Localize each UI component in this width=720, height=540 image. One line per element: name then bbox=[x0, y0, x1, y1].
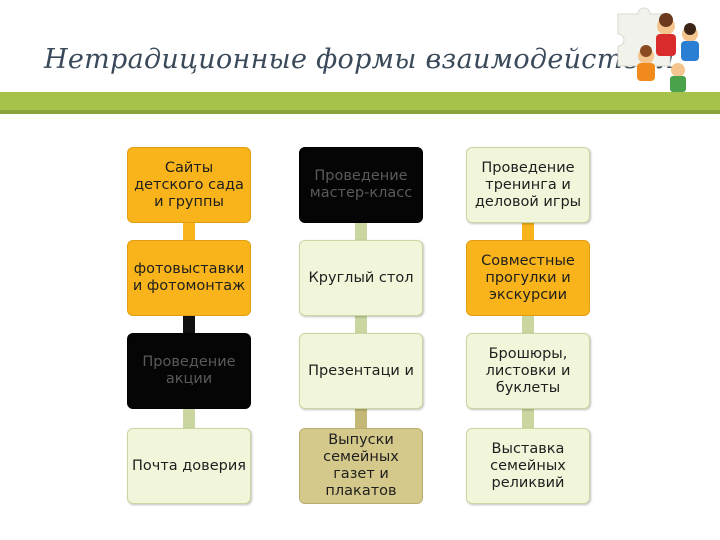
title-band bbox=[0, 28, 720, 93]
puzzle-kids-icon bbox=[617, 7, 699, 92]
page-title: Нетрадиционные формы взаимодействия bbox=[44, 44, 675, 75]
diagram-node: Выпуски семейных газет и плакатов bbox=[299, 428, 423, 504]
connector bbox=[355, 409, 367, 428]
diagram-node: Презентаци и bbox=[299, 333, 423, 409]
accent-bar bbox=[0, 92, 720, 114]
connector bbox=[355, 316, 367, 333]
connector bbox=[183, 409, 195, 428]
diagram-node: Совместные прогулки и экскурсии bbox=[466, 240, 590, 316]
diagram-node: Круглый стол bbox=[299, 240, 423, 316]
diagram-node: Проведение мастер-класс bbox=[299, 147, 423, 223]
connector bbox=[522, 223, 534, 240]
diagram-node: Проведение акции bbox=[127, 333, 251, 409]
accent-bar-shade bbox=[0, 110, 720, 114]
top-band bbox=[0, 0, 720, 28]
connector bbox=[522, 409, 534, 428]
diagram-node: Проведение тренинга и деловой игры bbox=[466, 147, 590, 223]
diagram-node: Сайты детского сада и группы bbox=[127, 147, 251, 223]
connector bbox=[183, 316, 195, 333]
diagram-node: Почта доверия bbox=[127, 428, 251, 504]
connector bbox=[183, 223, 195, 240]
connector bbox=[522, 316, 534, 333]
diagram-node: Выставка семейных реликвий bbox=[466, 428, 590, 504]
diagram-node: фотовыставки и фотомонтаж bbox=[127, 240, 251, 316]
connector bbox=[355, 223, 367, 240]
diagram-node: Брошюры, листовки и буклеты bbox=[466, 333, 590, 409]
